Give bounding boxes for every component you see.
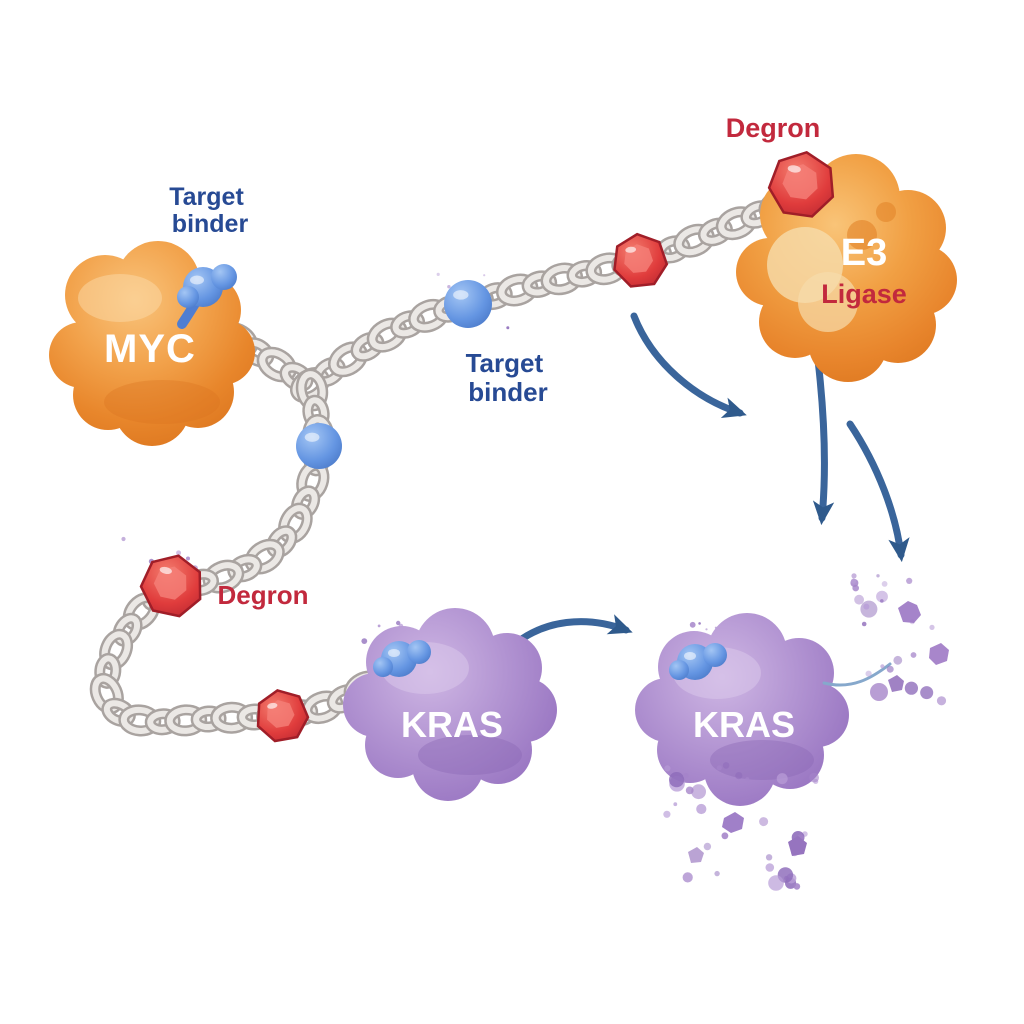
- debris-speck: [705, 628, 708, 631]
- label-target-binder-top: Target binder: [169, 183, 251, 238]
- chain-link: [566, 260, 603, 288]
- debris-speck: [904, 681, 919, 695]
- label-degron-top: Degron: [726, 113, 821, 143]
- debris-speck: [685, 786, 694, 795]
- debris-speck: [850, 578, 857, 584]
- target-binder-kras-left: [373, 640, 431, 677]
- debris-speck: [870, 683, 888, 701]
- chain-link: [350, 331, 385, 362]
- debris-speck: [863, 603, 870, 610]
- label-target-binder-mid: Target binder: [466, 348, 551, 407]
- debris-speck: [765, 854, 773, 861]
- target-binder-kras-right: [669, 643, 727, 680]
- debris-speck: [768, 875, 784, 891]
- debris-speck: [851, 573, 857, 579]
- label-ligase: Ligase: [821, 279, 907, 309]
- degron-gem-chain-bottom: [253, 686, 312, 743]
- debris-speck: [703, 842, 712, 851]
- debris-speck: [910, 652, 917, 658]
- label-degron-left: Degron: [218, 580, 309, 610]
- target-binder-myc-warhead: [177, 264, 237, 329]
- debris-speck: [880, 664, 885, 669]
- process-arrows: [506, 312, 910, 652]
- debris-speck: [691, 784, 706, 800]
- debris-speck: [447, 285, 451, 289]
- debris-speck: [906, 577, 913, 585]
- debris-speck: [893, 655, 903, 665]
- chain-link: [697, 217, 733, 247]
- debris-speck: [880, 599, 884, 603]
- debris-speck: [920, 686, 934, 700]
- debris-speck: [721, 832, 729, 840]
- debris-speck: [689, 621, 696, 628]
- debris-speck: [176, 550, 182, 556]
- debris-speck: [714, 870, 720, 877]
- line-kras-debris: [822, 662, 892, 687]
- debris-speck: [735, 772, 743, 780]
- debris-speck: [663, 810, 671, 818]
- debris-speck: [860, 600, 878, 618]
- debris-speck: [669, 772, 685, 788]
- debris-speck: [745, 777, 750, 782]
- debris-speck: [793, 883, 801, 890]
- debris-speck: [809, 772, 819, 783]
- debris-speck: [483, 274, 486, 277]
- debris-speck: [186, 556, 190, 561]
- chain-link: [295, 368, 329, 412]
- debris-speck: [436, 272, 440, 276]
- chain-link: [291, 485, 321, 520]
- label-myc: MYC: [104, 327, 196, 371]
- chain-link: [164, 704, 208, 737]
- debris-speck: [121, 536, 126, 542]
- arrow-e3-down: [812, 356, 835, 526]
- myc-protein-blob: [49, 241, 255, 446]
- debris-speck: [716, 765, 722, 771]
- debris-speck: [682, 872, 693, 883]
- e3-ligase-blob: [736, 154, 957, 382]
- debris-speck: [876, 574, 880, 578]
- debris-speck: [396, 620, 401, 626]
- kras-degraded-blob: [635, 613, 849, 806]
- debris-speck: [765, 863, 775, 872]
- debris-speck: [876, 590, 888, 603]
- debris-speck: [696, 803, 707, 815]
- debris-speck: [861, 621, 867, 627]
- debris-speck: [377, 624, 381, 628]
- arrow-e3-curve: [630, 312, 747, 419]
- label-kras-right: KRAS: [693, 704, 795, 745]
- target-binder-sphere-upper: [444, 280, 492, 328]
- debris-speck: [936, 696, 947, 706]
- debris-speck: [854, 594, 864, 605]
- debris-speck: [722, 762, 730, 769]
- debris-speck: [776, 773, 788, 785]
- debris-speck: [929, 624, 935, 631]
- kras-bound-blob: [343, 608, 557, 801]
- debris-speck: [673, 802, 678, 807]
- debris-speck: [852, 584, 859, 592]
- debris-speck: [886, 665, 894, 673]
- target-binder-sphere-lower: [296, 423, 342, 469]
- debris-speck: [361, 638, 368, 644]
- arrow-e3-right-curve: [846, 420, 910, 563]
- debris-speck: [683, 772, 689, 779]
- debris-speck: [506, 326, 510, 330]
- label-e3: E3: [841, 232, 887, 274]
- debris-speck: [881, 581, 888, 587]
- chain-link: [496, 273, 539, 307]
- debris-speck: [664, 765, 671, 772]
- debris-speck: [865, 670, 872, 677]
- debris-speck: [698, 622, 701, 625]
- debris-speck: [759, 817, 769, 827]
- debris-chunks: [688, 601, 949, 863]
- label-kras-left: KRAS: [401, 704, 503, 745]
